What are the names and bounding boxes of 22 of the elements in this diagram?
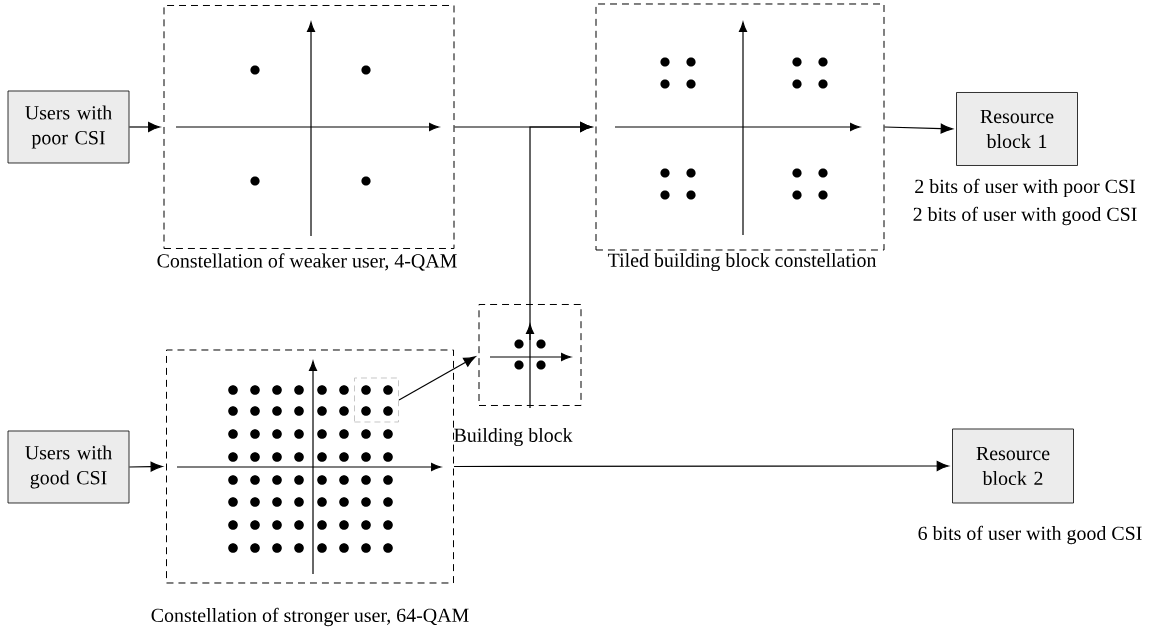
dashed-frame bbox=[478, 304, 582, 406]
node-label: 2 bits of user with poor CSI bbox=[915, 178, 1135, 198]
node-label: Tiled building block constellation bbox=[607, 252, 877, 272]
arrow bbox=[883, 123, 953, 134]
arrow bbox=[453, 461, 949, 472]
node-label: Constellation of weaker user, 4-QAM bbox=[157, 253, 457, 271]
dashed-frame bbox=[163, 5, 455, 249]
arrow bbox=[398, 356, 476, 401]
node-label: 6 bits of user with good CSI bbox=[918, 525, 1142, 545]
node-label: Constellation of stronger user, 64-QAM bbox=[151, 607, 469, 627]
dashed-frame bbox=[595, 3, 885, 251]
arrow bbox=[128, 461, 163, 472]
node-label: 2 bits of user with good CSI bbox=[913, 206, 1137, 226]
process-box: Resource block 1 bbox=[956, 92, 1078, 166]
process-box: Resource block 2 bbox=[952, 428, 1074, 504]
process-box: Users with poor CSI bbox=[7, 90, 130, 164]
dashed-frame bbox=[354, 377, 399, 423]
process-box: Users with good CSI bbox=[7, 430, 130, 504]
node-label: Building block bbox=[454, 427, 573, 447]
arrow bbox=[529, 122, 593, 305]
arrow bbox=[128, 122, 161, 132]
dashed-frame bbox=[166, 349, 454, 584]
